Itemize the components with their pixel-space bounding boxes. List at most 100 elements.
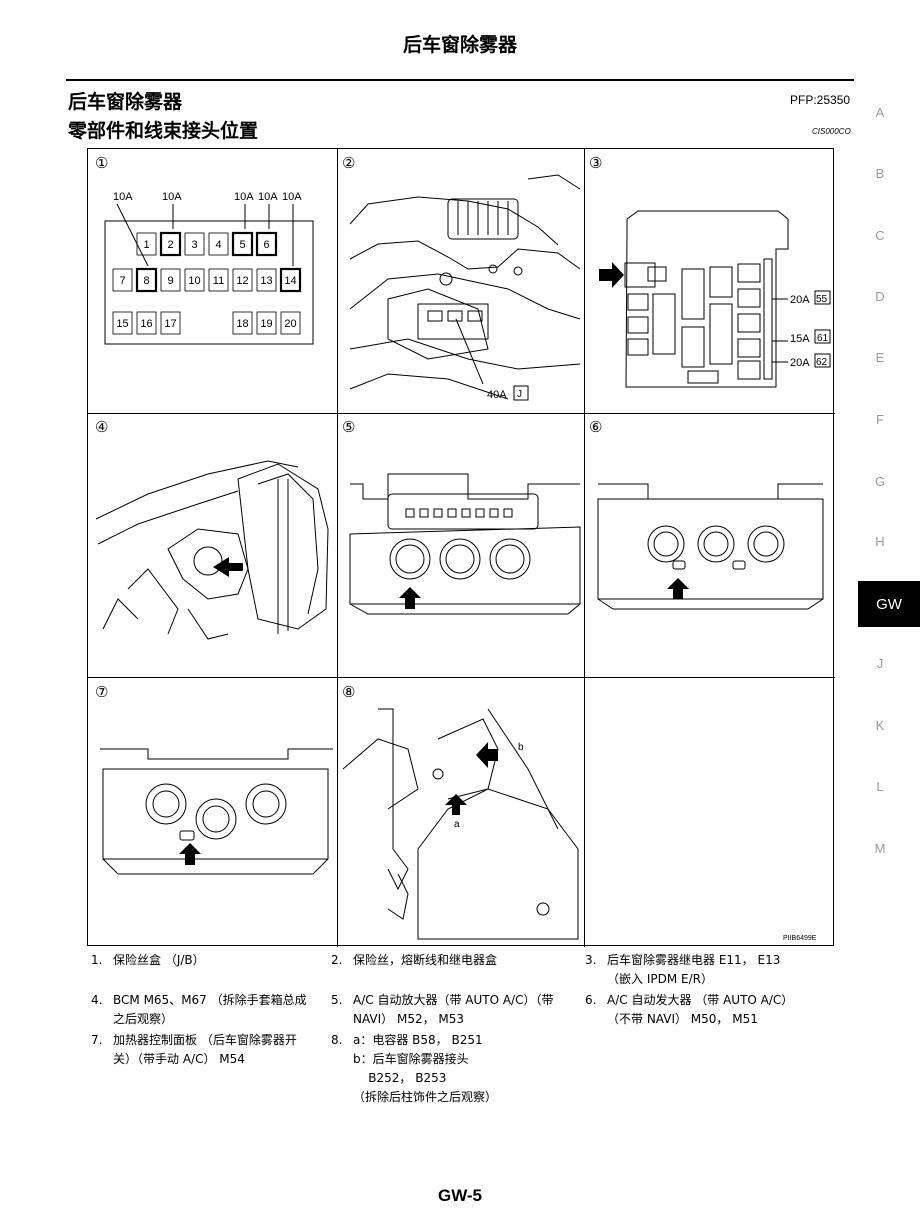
fuse-slot xyxy=(112,268,133,292)
panel5-ac-amp xyxy=(349,473,581,615)
side-index-k[interactable]: K xyxy=(875,718,885,733)
fuse-slot xyxy=(256,311,277,335)
fuse-slot xyxy=(112,311,133,335)
side-index-gw-active[interactable]: GW xyxy=(858,581,920,627)
panel-number-2: ② xyxy=(342,155,355,172)
fuse-number: 15 xyxy=(116,318,128,330)
panel3-amp-61: 15A xyxy=(790,333,810,345)
panel8-label-b: b xyxy=(518,742,524,753)
fuse-slot xyxy=(231,231,254,257)
fuse-label-6: 10A xyxy=(258,191,278,203)
panel3-ipdm xyxy=(624,210,789,388)
fuse-number: 10 xyxy=(188,275,200,287)
panel-number-7: ⑦ xyxy=(95,684,108,701)
caption-4-text: BCM M65、M67 （拆除手套箱总成 之后观察） xyxy=(113,993,307,1026)
caption-3-text: 后车窗除雾器继电器 E11， E13 （嵌入 IPDM E/R） xyxy=(607,953,781,986)
fuse-slot xyxy=(279,267,302,293)
fuse-slot xyxy=(184,232,205,256)
fuse-number: 16 xyxy=(140,318,152,330)
side-index-f[interactable]: F xyxy=(876,412,884,427)
fuse-number: 20 xyxy=(284,318,296,330)
page-number: GW-5 xyxy=(437,1186,483,1205)
fuse-slot xyxy=(255,231,278,257)
caption-4-num: 4. xyxy=(91,993,103,1007)
side-index-l[interactable]: L xyxy=(876,779,884,794)
fuse-number: 13 xyxy=(260,275,272,287)
panel-number-8: ⑧ xyxy=(342,684,355,701)
fuse-label-5: 10A xyxy=(234,191,254,203)
panel8-rear-pillar xyxy=(342,708,579,940)
caption-8-text: a：电容器 B58， B251 b：后车窗除雾器接头 B252， B253 （拆… xyxy=(353,1033,498,1104)
fuse-slot xyxy=(136,311,157,335)
fuse-number: 19 xyxy=(260,318,272,330)
caption-5-num: 5. xyxy=(331,993,343,1007)
fuse-label-2: 10A xyxy=(162,191,182,203)
fuse-slot xyxy=(256,268,277,292)
panel3-amp-55: 20A xyxy=(790,294,810,306)
header-rule xyxy=(66,79,854,81)
panel2-fuse-box-frame xyxy=(513,385,529,401)
panel3-amp-62: 20A xyxy=(790,357,810,369)
fuse-number: 4 xyxy=(215,239,221,251)
caption-2-text: 保险丝，熔断线和继电器盒 xyxy=(353,953,498,967)
panel-number-5: ⑤ xyxy=(342,419,355,436)
caption-7-num: 7. xyxy=(91,1033,103,1047)
fuse-number: 12 xyxy=(236,275,248,287)
panel3-num-55: 55 xyxy=(816,294,828,305)
page-header-title: 后车窗除雾器 xyxy=(402,34,517,56)
fuse-number: 2 xyxy=(167,239,173,251)
fuse-number: 11 xyxy=(213,275,224,287)
panel7-heater-control xyxy=(100,748,333,875)
panel2-engine-bay xyxy=(349,174,581,400)
fuse-number: 1 xyxy=(143,239,149,251)
side-index-m[interactable]: M xyxy=(874,841,886,856)
side-index-e[interactable]: E xyxy=(875,350,885,365)
side-index-h[interactable]: H xyxy=(875,534,885,549)
side-index-d[interactable]: D xyxy=(875,289,885,304)
fuse-number: 3 xyxy=(191,239,197,251)
fuse-number: 8 xyxy=(143,275,149,287)
fuse-slot xyxy=(136,232,157,256)
fuse-number: 9 xyxy=(167,275,173,287)
panel3-num-61: 61 xyxy=(817,333,829,344)
caption-8-num: 8. xyxy=(331,1033,343,1047)
panel6-ac-amp xyxy=(597,483,824,610)
fuse-slot xyxy=(160,268,181,292)
fuse-number: 6 xyxy=(263,239,269,251)
figure-code: PIIB6499E xyxy=(783,935,817,942)
fuse-slot xyxy=(160,311,181,335)
fuse-slot xyxy=(135,267,158,293)
side-index-g[interactable]: G xyxy=(874,474,886,489)
caption-5-text: A/C 自动放大器（带 AUTO A/C）（带 NAVI） M52， M53 xyxy=(353,993,554,1026)
side-index-b[interactable]: B xyxy=(875,166,885,181)
caption-6-num: 6. xyxy=(585,993,597,1007)
panel2-fuse-40a: 40A xyxy=(487,389,507,401)
section-subtitle: 零部件和线束接头位置 xyxy=(68,120,259,142)
fuse-slot xyxy=(184,268,205,292)
panel-number-1: ① xyxy=(95,155,108,172)
panel-number-4: ④ xyxy=(95,419,108,436)
section-title: 后车窗除雾器 xyxy=(68,91,183,113)
side-index-a[interactable]: A xyxy=(875,105,885,120)
side-index-c[interactable]: C xyxy=(875,228,885,243)
section-code: CIS000CO xyxy=(812,127,851,136)
fuse-slot xyxy=(208,232,229,256)
panel-number-3: ③ xyxy=(589,155,602,172)
fuse-slot xyxy=(159,231,182,257)
pfp-code: PFP:25350 xyxy=(790,93,851,107)
caption-6-text: A/C 自动发大器 （带 AUTO A/C） （不带 NAVI） M50， M5… xyxy=(607,993,794,1026)
side-index-j[interactable]: J xyxy=(876,656,884,671)
fuse-label-14: 10A xyxy=(282,191,302,203)
fuse-slot xyxy=(232,268,253,292)
fuse-number: 5 xyxy=(239,239,245,251)
caption-7-text: 加热器控制面板 （后车窗除雾器开 关）（带手动 A/C） M54 xyxy=(113,1033,297,1066)
panel2-fuse-box-j: J xyxy=(517,389,522,400)
fuse-number: 7 xyxy=(119,275,125,287)
caption-2-num: 2. xyxy=(331,953,343,967)
panel-number-6: ⑥ xyxy=(589,419,602,436)
panel3-num-62: 62 xyxy=(816,357,828,368)
fuse-number: 18 xyxy=(236,318,248,330)
panel4-bcm xyxy=(95,460,329,640)
